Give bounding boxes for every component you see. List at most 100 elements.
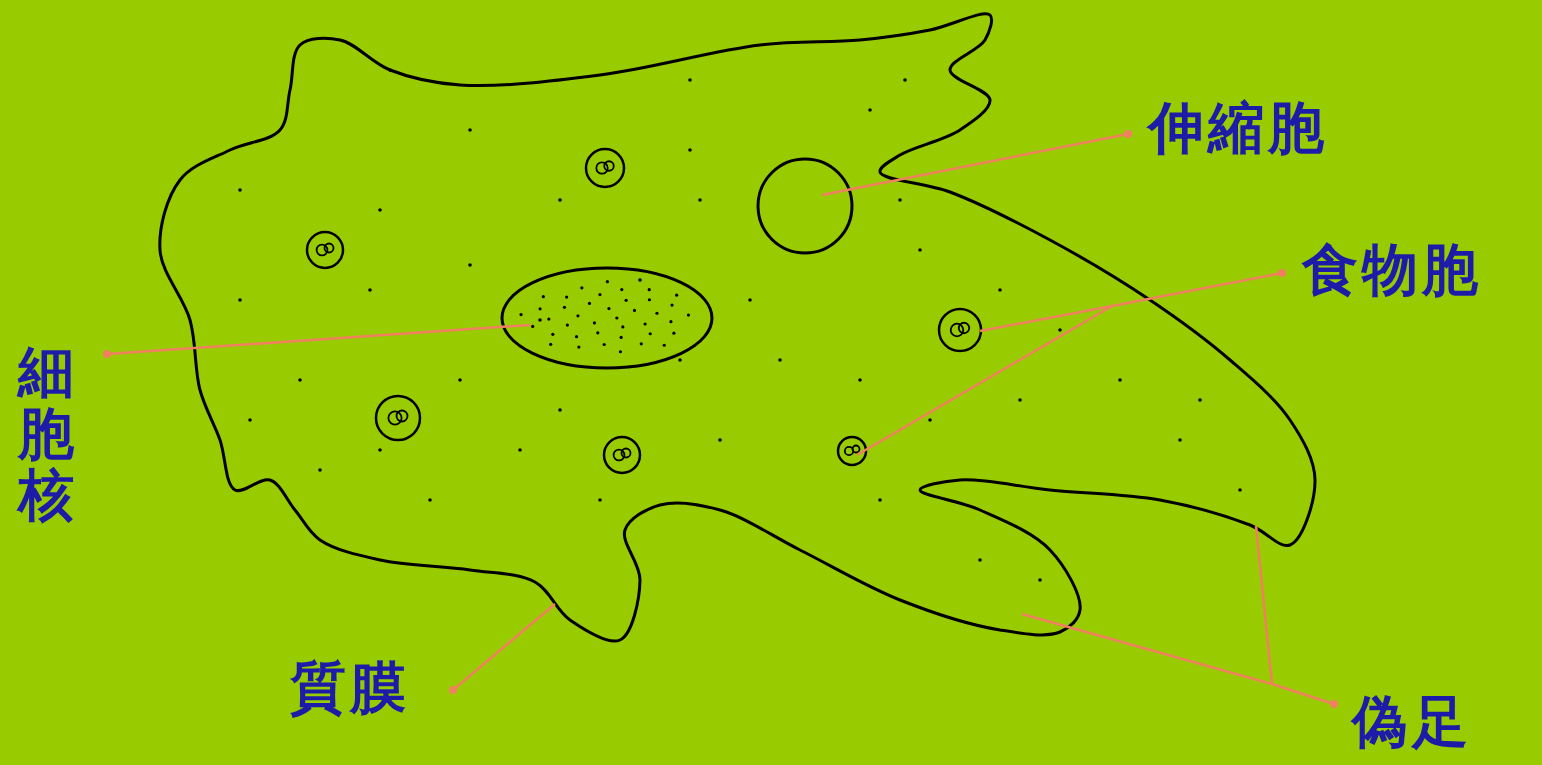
food-particle bbox=[325, 244, 334, 253]
leader-line bbox=[857, 306, 1112, 455]
nucleus-dot bbox=[606, 280, 609, 283]
cytoplasm-dot bbox=[718, 438, 722, 442]
part-label: 食物胞 bbox=[1302, 242, 1482, 298]
part-label: 質膜 bbox=[290, 660, 410, 716]
cytoplasm-dot bbox=[318, 468, 322, 472]
leader-dot bbox=[1278, 269, 1286, 277]
cytoplasm-dot bbox=[468, 263, 472, 267]
nucleus-dot bbox=[620, 336, 623, 339]
cytoplasm-dot bbox=[698, 198, 702, 202]
cytoplasm-dot bbox=[898, 198, 902, 202]
food-particle bbox=[959, 323, 970, 334]
nucleus-dot bbox=[621, 325, 624, 328]
cytoplasm-dot bbox=[688, 148, 692, 152]
cytoplasm-dot bbox=[368, 288, 372, 292]
nucleus-dot bbox=[538, 307, 541, 310]
cytoplasm-dot bbox=[878, 498, 882, 502]
cytoplasm-dot bbox=[678, 358, 682, 362]
nucleus-dot bbox=[588, 302, 591, 305]
food-particle bbox=[388, 411, 401, 424]
nucleus-dot bbox=[649, 332, 652, 335]
cytoplasm-dot bbox=[1178, 438, 1182, 442]
food-vacuoles bbox=[307, 149, 981, 473]
cytoplasm-dot bbox=[558, 198, 562, 202]
nucleus-dot bbox=[577, 345, 580, 348]
food-vacuole bbox=[939, 309, 981, 351]
nucleus-dot bbox=[619, 350, 622, 353]
cytoplasm-dot bbox=[238, 298, 242, 302]
vacuole-wall bbox=[604, 437, 640, 473]
leader-lines bbox=[107, 134, 1334, 704]
cytoplasm-dot bbox=[248, 418, 252, 422]
nucleus-dot bbox=[598, 293, 601, 296]
cytoplasm-dot bbox=[918, 248, 922, 252]
nucleus-dot bbox=[580, 286, 583, 289]
vacuole-wall bbox=[939, 309, 981, 351]
vacuole-wall bbox=[307, 232, 343, 268]
leader-line bbox=[453, 604, 555, 690]
nucleus-dot bbox=[576, 314, 579, 317]
cytoplasm-dot bbox=[238, 188, 242, 192]
part-label: 細胞核 bbox=[18, 342, 74, 527]
leader-dot bbox=[103, 350, 111, 358]
nucleus-dot bbox=[644, 322, 647, 325]
nucleus-dot bbox=[596, 331, 599, 334]
leader-dot bbox=[1124, 130, 1132, 138]
cytoplasm-dot bbox=[858, 378, 862, 382]
cytoplasm-dot bbox=[998, 288, 1002, 292]
nucleus-dot bbox=[687, 313, 690, 316]
cytoplasm-dot bbox=[458, 378, 462, 382]
nucleus-dot bbox=[563, 306, 566, 309]
nucleus-dot bbox=[593, 321, 596, 324]
contractile-vacuole bbox=[758, 159, 852, 253]
vacuole-wall bbox=[586, 149, 624, 187]
nucleus-dot bbox=[547, 317, 550, 320]
nucleus-dot bbox=[603, 343, 606, 346]
nucleus-dot bbox=[531, 325, 534, 328]
cytoplasm-dot bbox=[903, 78, 907, 82]
cytoplasm-dot bbox=[598, 498, 602, 502]
food-particle bbox=[604, 161, 614, 171]
food-vacuole bbox=[307, 232, 343, 268]
nucleus-dot bbox=[669, 320, 672, 323]
food-particle bbox=[622, 449, 631, 458]
cytoplasm-dot bbox=[1038, 578, 1042, 582]
cytoplasm-dot bbox=[868, 108, 872, 112]
nucleus-dot bbox=[672, 332, 675, 335]
food-particle bbox=[951, 324, 964, 337]
nucleus-dot bbox=[615, 316, 618, 319]
nucleus-dot bbox=[519, 313, 522, 316]
cytoplasm-dot bbox=[928, 418, 932, 422]
nucleus-dot bbox=[633, 309, 636, 312]
nucleus bbox=[502, 268, 712, 368]
leader-line bbox=[1112, 273, 1282, 306]
cytoplasm-dot bbox=[978, 558, 982, 562]
leader-dot bbox=[449, 686, 457, 694]
cytoplasm-dot bbox=[1118, 378, 1122, 382]
cytoplasm-dot bbox=[378, 448, 382, 452]
cytoplasm-dot bbox=[1238, 488, 1242, 492]
nucleus-dot bbox=[625, 299, 628, 302]
nucleus-dot bbox=[655, 312, 658, 315]
nucleus-dot bbox=[566, 323, 569, 326]
nucleus-dot bbox=[565, 296, 568, 299]
nucleus-dots bbox=[519, 280, 690, 353]
cytoplasm-dot bbox=[388, 68, 392, 72]
leader-line bbox=[822, 134, 1128, 195]
cytoplasm-dot bbox=[688, 78, 692, 82]
nucleus-dot bbox=[648, 288, 651, 291]
nucleus-dot bbox=[640, 342, 643, 345]
food-vacuole bbox=[376, 396, 420, 440]
leader-line bbox=[1022, 614, 1272, 684]
food-particle bbox=[397, 411, 408, 422]
part-label: 偽足 bbox=[1352, 694, 1472, 750]
nucleus-dot bbox=[663, 344, 666, 347]
cytoplasm-dot bbox=[778, 358, 782, 362]
nucleus-dot bbox=[549, 343, 552, 346]
part-label: 伸縮胞 bbox=[1148, 100, 1328, 156]
nucleus-dot bbox=[675, 294, 678, 297]
cytoplasm-dot bbox=[1198, 398, 1202, 402]
cytoplasm-dot bbox=[1058, 328, 1062, 332]
leader-line bbox=[1272, 684, 1334, 704]
